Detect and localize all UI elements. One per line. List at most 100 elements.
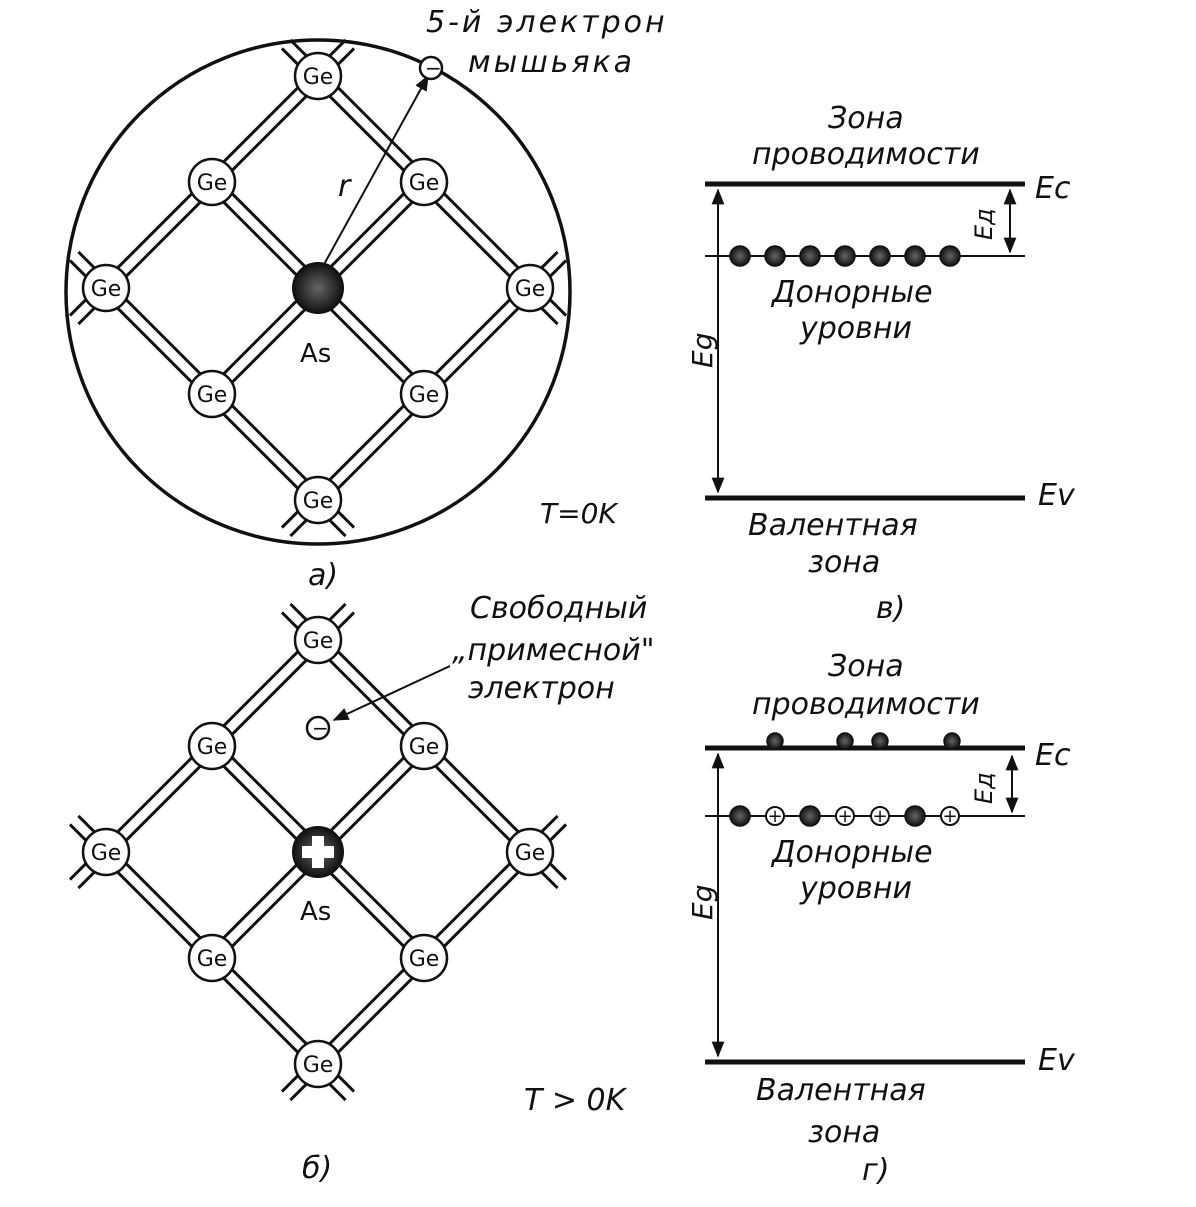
caption-v: в): [876, 591, 905, 626]
donor-label-line2-g: уровни: [799, 871, 912, 906]
electron-label-line2: мышьяка: [468, 45, 635, 80]
orbit-circle: [64, 38, 572, 546]
germanium-label: Ge: [303, 489, 334, 514]
caption-a: а): [308, 558, 338, 593]
conduction-label-line2-g: проводимости: [752, 687, 980, 722]
donor-levels-g: ++++: [729, 805, 960, 827]
donor-electron: [799, 805, 821, 827]
valence-label-line1-g: Валентная: [756, 1073, 926, 1108]
germanium-label: Ge: [197, 383, 228, 408]
donor-electron: [834, 245, 856, 267]
ec-label-g: Ec: [1035, 738, 1071, 773]
germanium-atom: [187, 721, 237, 771]
germanium-label: Ge: [515, 277, 546, 302]
caption-g: г): [862, 1153, 889, 1188]
conduction-electron: [766, 732, 784, 750]
free-label-line1: Свободный: [470, 591, 647, 626]
donor-ion: [870, 806, 890, 826]
electron-label-line1: 5-й электрон: [426, 5, 668, 40]
eg-label: Eg: [686, 333, 719, 368]
valence-label-line1: Валентная: [748, 508, 918, 543]
temperature-label-b: T > 0K: [524, 1083, 628, 1118]
free-electron-sign: −: [312, 716, 329, 740]
germanium-atom: [293, 1039, 343, 1089]
germanium-label: Ge: [197, 735, 228, 760]
ed-label-g: Eд: [970, 772, 998, 804]
donor-label-line1: Донорные: [770, 275, 933, 310]
germanium-atom: [399, 369, 449, 419]
conduction-label-line1: Зона: [828, 101, 904, 136]
germanium-atom: [293, 615, 343, 665]
donor-electron: [799, 245, 821, 267]
germanium-label: Ge: [91, 841, 122, 866]
germanium-label: Ge: [197, 171, 228, 196]
electron-sign: −: [425, 56, 442, 80]
conduction-label-line1-g: Зона: [828, 649, 904, 684]
donor-ion-sign: +: [767, 806, 782, 827]
free-label-line3: электрон: [468, 671, 615, 706]
free-electron-arrow: [332, 665, 451, 721]
valence-label-line2-g: зона: [808, 1115, 880, 1150]
donor-levels-v: [729, 245, 961, 267]
germanium-atom: [187, 157, 237, 207]
germanium-atom: [187, 933, 237, 983]
conduction-electron: [836, 732, 854, 750]
donor-ion: [835, 806, 855, 826]
radius-label: r: [338, 169, 352, 204]
germanium-label: Ge: [409, 171, 440, 196]
germanium-atom: [187, 369, 237, 419]
germanium-atom: [399, 721, 449, 771]
donor-electron: [904, 245, 926, 267]
germanium-label: Ge: [515, 841, 546, 866]
ed-label: Eд: [970, 208, 998, 240]
germanium-label: Ge: [409, 735, 440, 760]
panel-g: Зона проводимости Ec ++++ Eд Eg Донорные…: [686, 649, 1076, 1188]
donor-label-line2: уровни: [799, 311, 912, 346]
electron-icon: [418, 55, 444, 81]
germanium-atom: [505, 263, 555, 313]
germanium-label: Ge: [303, 65, 334, 90]
donor-electron: [729, 245, 751, 267]
germanium-label: Ge: [409, 383, 440, 408]
free-label-line2: „примесной": [452, 633, 655, 668]
germanium-label: Ge: [91, 277, 122, 302]
germanium-atom: [505, 827, 555, 877]
germanium-atom: [81, 263, 131, 313]
conduction-electron: [871, 732, 889, 750]
conduction-electrons-g: [766, 732, 961, 750]
caption-b: б): [302, 1151, 332, 1186]
panel-v: Зона проводимости Ec Eд Eg Донорные уров…: [686, 101, 1076, 626]
donor-ion: [940, 806, 960, 826]
donor-electron: [939, 245, 961, 267]
germanium-atom: [293, 475, 343, 525]
eg-label-g: Eg: [686, 885, 719, 920]
donor-electron: [904, 805, 926, 827]
arsenic-atom: [292, 262, 344, 314]
free-electron-icon: [305, 715, 331, 741]
donor-ion-sign: +: [872, 806, 887, 827]
arsenic-label-b: As: [300, 897, 331, 927]
germanium-atom: [293, 51, 343, 101]
germanium-atom: [81, 827, 131, 877]
germanium-label: Ge: [197, 947, 228, 972]
ev-label-g: Ev: [1038, 1043, 1076, 1078]
germanium-label: Ge: [409, 947, 440, 972]
conduction-label-line2: проводимости: [752, 137, 980, 172]
conduction-electron: [943, 732, 961, 750]
donor-electron: [869, 245, 891, 267]
donor-ion: [765, 806, 785, 826]
ion-plus-horizontal: [302, 846, 334, 858]
germanium-label: Ge: [303, 1053, 334, 1078]
valence-label-line2: зона: [808, 545, 880, 580]
donor-ion-sign: +: [837, 806, 852, 827]
arsenic-label: As: [300, 339, 331, 369]
donor-label-line1-g: Донорные: [770, 835, 933, 870]
donor-electron: [764, 245, 786, 267]
germanium-label: Ge: [303, 629, 334, 654]
germanium-atom: [399, 157, 449, 207]
